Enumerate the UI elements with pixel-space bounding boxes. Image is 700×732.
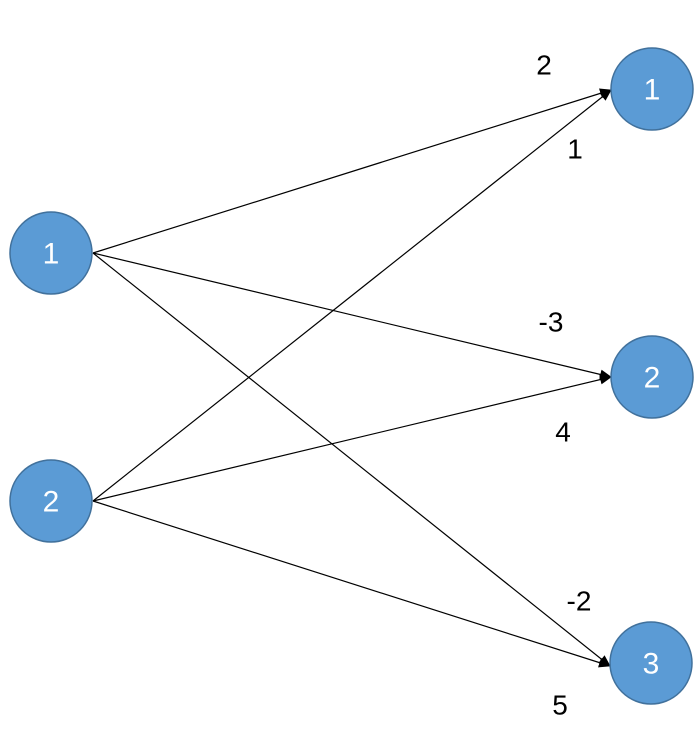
weight-left2-right1: 1: [567, 134, 583, 165]
weight-left2-right3: 5: [552, 690, 568, 721]
left-node-2-label: 2: [43, 486, 60, 519]
left-node-2: 2: [9, 459, 93, 543]
right-node-2: 2: [610, 335, 694, 419]
edge-left2-right3: [92, 500, 611, 668]
weight-left1-right1: 2: [536, 50, 552, 81]
edges: [92, 88, 612, 668]
weight-left1-right2: -3: [539, 307, 564, 338]
edge-left1-right2: [92, 252, 612, 380]
left-node-1-label: 1: [43, 238, 60, 271]
right-node-1-label: 1: [644, 74, 661, 107]
nodes: 1 2 1 2 3: [9, 47, 694, 705]
weight-left1-right3: -2: [567, 586, 592, 617]
weight-left2-right2: 4: [555, 417, 571, 448]
right-node-3-label: 3: [643, 648, 660, 681]
edge-left1-right3: [92, 252, 611, 667]
edge-left2-right2: [92, 374, 612, 502]
right-node-1: 1: [610, 47, 694, 131]
right-node-3: 3: [609, 621, 693, 705]
left-node-1: 1: [9, 211, 93, 295]
edge-weights: 2 1 -3 4 -2 5: [536, 50, 591, 721]
edge-left1-right1: [92, 88, 612, 254]
right-node-2-label: 2: [644, 362, 661, 395]
edge-left2-right1: [92, 89, 612, 502]
